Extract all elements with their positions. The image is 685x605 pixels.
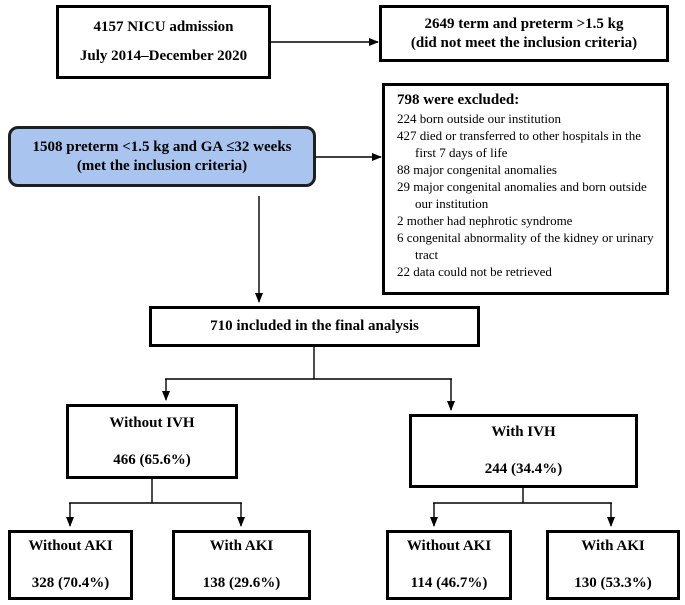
exclusion-heading: 798 were excluded: (397, 92, 520, 108)
with-ivh-with-aki-label: With AKI (581, 538, 645, 555)
final-analysis-box: 710 included in the final analysis (149, 306, 480, 347)
exclusion-item: 427 died or transferred to other hospita… (397, 128, 642, 160)
with-ivh-with-aki-count: 130 (53.3%) (574, 575, 652, 591)
without-ivh-count: 466 (65.6%) (113, 451, 191, 468)
admission-box: 4157 NICU admission July 2014–December 2… (56, 5, 271, 79)
without-ivh-without-aki-box: Without AKI 328 (70.4%) (8, 530, 133, 600)
term-excluded-count: 2649 term and preterm >1.5 kg (424, 15, 624, 32)
without-ivh-without-aki-count: 328 (70.4%) (31, 575, 110, 591)
exclusion-item: 6 congenital abnormality of the kidney o… (397, 230, 654, 262)
without-ivh-without-aki-label: Without AKI (28, 538, 113, 555)
inclusion-note: (met the inclusion criteria) (76, 157, 248, 174)
exclusion-item: 2 mother had nephrotic syndrome (397, 213, 573, 228)
exclusion-item: 22 data could not be retrieved (397, 264, 552, 279)
with-ivh-with-aki-box: With AKI 130 (53.3%) (546, 530, 680, 600)
term-excluded-note: (did not meet the inclusion criteria) (410, 34, 638, 51)
without-ivh-with-aki-box: With AKI 138 (29.6%) (172, 530, 311, 600)
without-ivh-with-aki-label: With AKI (209, 538, 274, 555)
term-excluded-box: 2649 term and preterm >1.5 kg (did not m… (379, 5, 669, 62)
without-ivh-box: Without IVH 466 (65.6%) (66, 404, 238, 479)
exclusion-item: 224 born outside our institution (397, 111, 561, 126)
inclusion-criteria: 1508 preterm <1.5 kg and GA ≤32 weeks (32, 138, 292, 155)
with-ivh-box: With IVH 244 (34.4%) (409, 414, 638, 488)
with-ivh-count: 244 (34.4%) (484, 461, 563, 477)
inclusion-box: 1508 preterm <1.5 kg and GA ≤32 weeks (m… (8, 126, 316, 187)
exclusion-item: 88 major congenital anomalies (397, 162, 557, 177)
without-ivh-label: Without IVH (109, 414, 195, 431)
with-ivh-without-aki-label: Without AKI (406, 538, 492, 555)
without-ivh-with-aki-count: 138 (29.6%) (202, 575, 281, 591)
with-ivh-without-aki-count: 114 (46.7%) (410, 575, 488, 591)
final-analysis-label: 710 included in the final analysis (210, 318, 419, 335)
with-ivh-without-aki-box: Without AKI 114 (46.7%) (386, 530, 512, 600)
exclusion-box: 798 were excluded: 224 born outside our … (382, 83, 669, 295)
with-ivh-label: With IVH (491, 424, 556, 441)
admission-count: 4157 NICU admission (93, 19, 234, 36)
exclusion-item: 29 major congenital anomalies and born o… (397, 179, 647, 211)
admission-period: July 2014–December 2020 (79, 48, 248, 64)
